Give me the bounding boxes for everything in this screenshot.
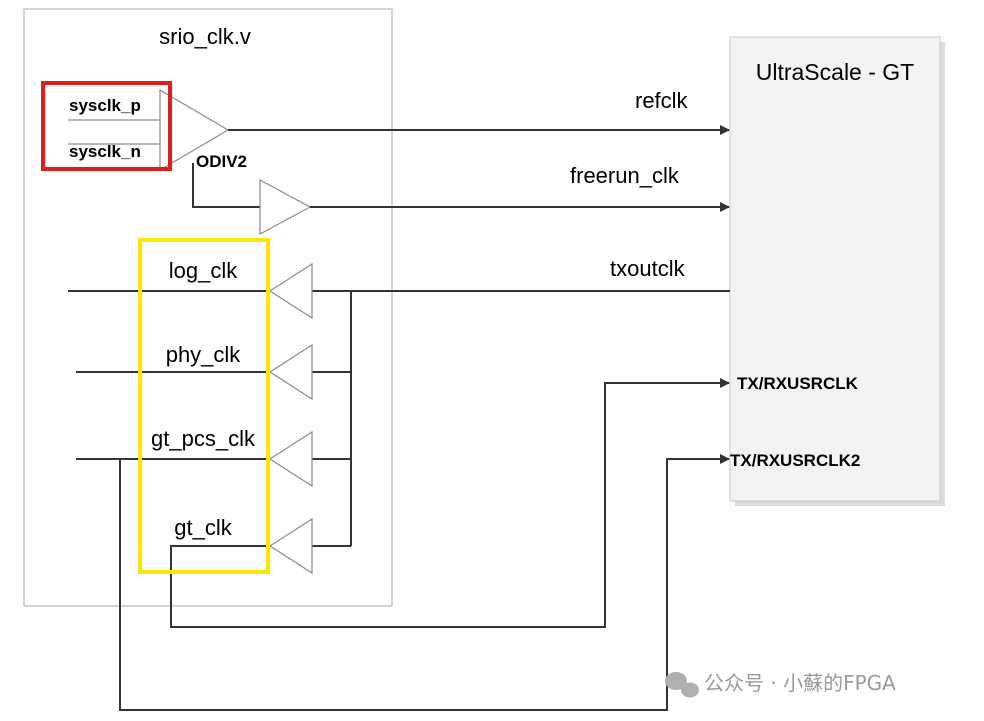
module-title: srio_clk.v (159, 24, 251, 49)
red-highlight-box (41, 81, 172, 171)
usrclk2-wire (119, 454, 730, 711)
watermark-text: 公众号 · 小蘇的FPGA (704, 671, 896, 695)
input-buffer (159, 88, 230, 172)
module-box (23, 8, 393, 607)
gt-pcs-clk-buffer (268, 430, 313, 488)
usrclk2-label: TX/RXUSRCLK2 (730, 451, 860, 470)
refclk-label: refclk (635, 88, 689, 113)
clock-label-gt-pcs: gt_pcs_clk (151, 426, 256, 451)
odiv2-buffer (259, 178, 312, 236)
freerun-label: freerun_clk (570, 163, 680, 188)
gt-block (729, 36, 941, 502)
usrclk-wire (170, 378, 730, 628)
sysclk-n-label: sysclk_n (69, 142, 141, 161)
gt-clk-buffer (268, 517, 313, 575)
wechat-icon (665, 672, 699, 698)
yellow-highlight-box (138, 238, 270, 574)
clock-label-phy: phy_clk (166, 342, 242, 367)
odiv2-wire (192, 163, 260, 208)
clock-label-log: log_clk (169, 258, 238, 283)
phy-clk-buffer (268, 343, 313, 401)
odiv2-label: ODIV2 (196, 152, 247, 171)
txoutclk-label: txoutclk (610, 256, 686, 281)
clock-label-gt: gt_clk (174, 515, 232, 540)
sysclk-p-label: sysclk_p (69, 96, 141, 115)
log-clk-buffer (268, 262, 313, 320)
gt-title: UltraScale - GT (756, 59, 914, 85)
usrclk-label: TX/RXUSRCLK (737, 374, 859, 393)
